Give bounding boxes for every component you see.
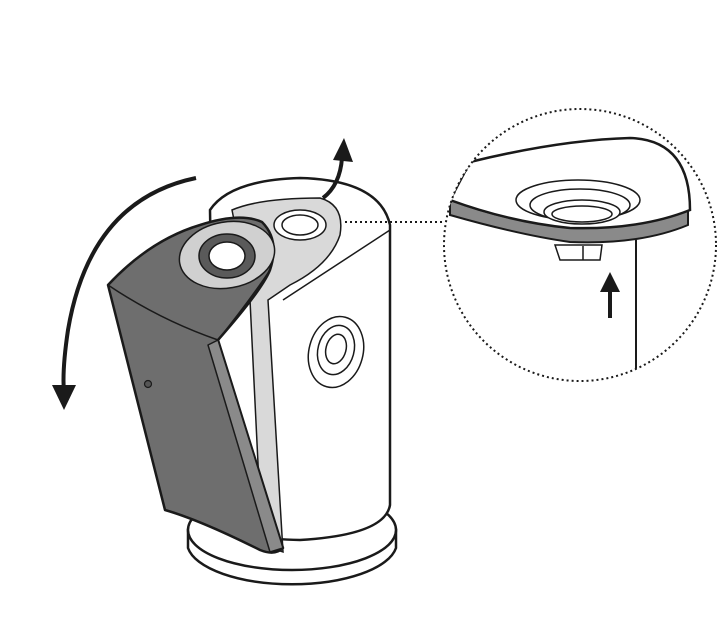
body-lens [307, 315, 365, 389]
rotate-arrow-icon [52, 176, 197, 410]
up-arrow-icon [321, 138, 353, 200]
cover-dark [106, 216, 285, 554]
push-up-arrow-icon [600, 272, 620, 318]
detail-magnifier-circle [443, 108, 717, 382]
